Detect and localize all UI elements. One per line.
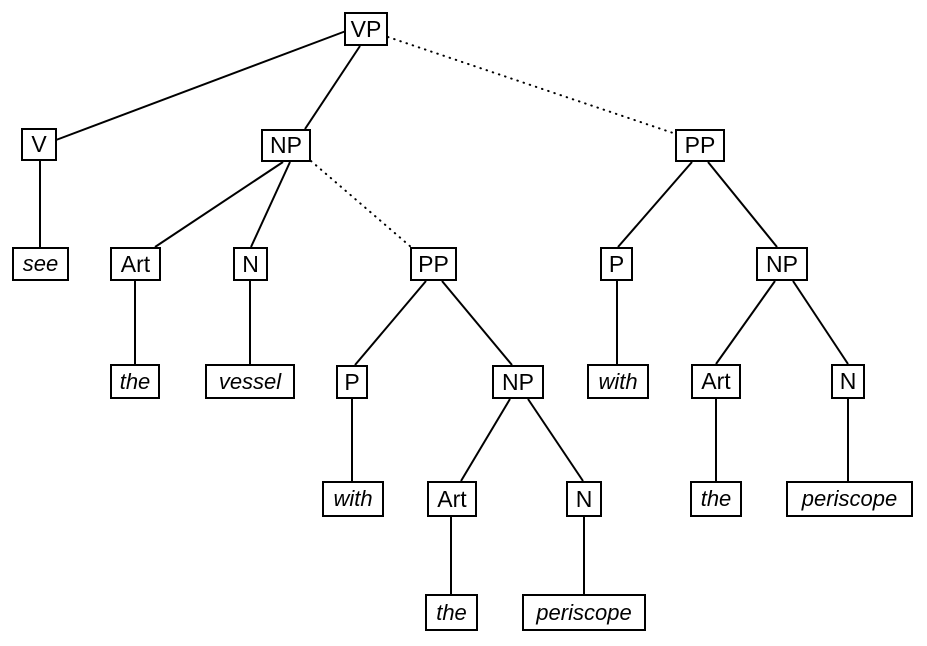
tree-edge-np_right-to-art_right: [715, 280, 776, 365]
tree-edge-pp_right-to-np_right: [707, 161, 778, 248]
category-node-n1[interactable]: N: [233, 247, 268, 281]
category-node-np_mid[interactable]: NP: [492, 365, 544, 399]
category-node-n_mid[interactable]: N: [566, 481, 602, 517]
category-node-art_right[interactable]: Art: [691, 364, 741, 399]
tree-edge-vp-to-np1: [304, 45, 361, 130]
category-node-v[interactable]: V: [21, 128, 57, 161]
leaf-node-perisc_r[interactable]: periscope: [786, 481, 913, 517]
tree-edge-np1-to-n1: [250, 161, 291, 248]
category-node-pp_right[interactable]: PP: [675, 129, 725, 162]
leaf-node-see[interactable]: see: [12, 247, 69, 281]
leaf-node-vessel[interactable]: vessel: [205, 364, 295, 399]
leaf-node-the1[interactable]: the: [110, 364, 160, 399]
tree-edge-pp_mid-to-np_mid: [441, 280, 513, 366]
tree-edge-vp-to-pp_right: [387, 36, 677, 135]
category-node-np_right[interactable]: NP: [756, 247, 808, 281]
tree-edge-pp_right-to-p_right: [617, 161, 693, 248]
tree-edge-np_mid-to-art_mid: [460, 398, 511, 482]
category-node-art1[interactable]: Art: [110, 247, 161, 281]
category-node-n_right[interactable]: N: [831, 364, 865, 399]
tree-edge-vp-to-v: [55, 30, 347, 141]
category-node-vp[interactable]: VP: [344, 12, 388, 46]
leaf-node-the_r[interactable]: the: [690, 481, 742, 517]
category-node-pp_mid[interactable]: PP: [410, 247, 457, 281]
tree-edge-np1-to-art1: [154, 161, 284, 248]
category-node-np1[interactable]: NP: [261, 129, 311, 162]
leaf-node-the_m[interactable]: the: [425, 594, 478, 631]
leaf-node-perisc_m[interactable]: periscope: [522, 594, 646, 631]
tree-edge-np_mid-to-n_mid: [527, 398, 584, 482]
category-node-p_right[interactable]: P: [600, 247, 633, 281]
tree-edge-np1-to-pp_mid: [310, 160, 412, 248]
category-node-art_mid[interactable]: Art: [427, 481, 477, 517]
tree-edge-pp_mid-to-p_mid: [354, 280, 427, 366]
leaf-node-with_m[interactable]: with: [322, 481, 384, 517]
category-node-p_mid[interactable]: P: [336, 365, 368, 399]
tree-edge-np_right-to-n_right: [792, 280, 849, 365]
leaf-node-with_r[interactable]: with: [587, 364, 649, 399]
